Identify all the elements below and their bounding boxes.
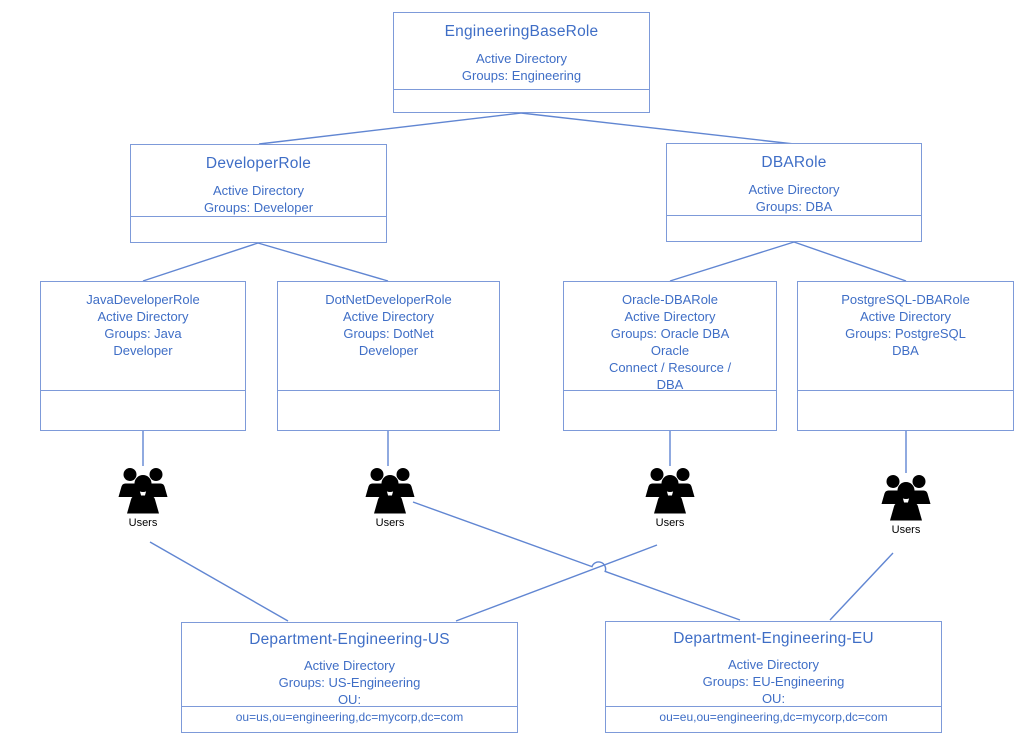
edge-oracleusers-to-dept-us: [455, 544, 658, 622]
node-title: PostgreSQL-DBARole: [841, 292, 970, 307]
node-department-engineering-us[interactable]: Department-Engineering-US Active Directo…: [181, 622, 518, 733]
node-title: EngineeringBaseRole: [444, 23, 599, 40]
node-attribute: Active Directory: [859, 309, 952, 324]
node-empty-compartment: [564, 390, 776, 430]
node-attribute: Oracle: [650, 343, 690, 358]
node-attribute: Groups: PostgreSQL: [845, 326, 966, 341]
edge-dba-to-postgresql: [793, 241, 907, 282]
node-attribute: OU:: [337, 692, 362, 706]
node-attribute: Groups: DotNet: [343, 326, 434, 341]
node-attribute: Groups: Java: [104, 326, 182, 341]
node-attribute: Active Directory: [727, 657, 820, 672]
node-attribute: Active Directory: [475, 51, 568, 66]
node-empty-compartment: [131, 216, 386, 242]
edge-javausers-to-dept-us: [149, 541, 289, 622]
node-title: DotNetDeveloperRole: [325, 292, 452, 307]
node-title: DBARole: [761, 154, 827, 171]
node-ou-value: ou=us,ou=engineering,dc=mycorp,dc=com: [182, 706, 517, 732]
node-attribute: Developer: [358, 343, 419, 358]
node-developer-role[interactable]: DeveloperRole Active Directory Groups: D…: [130, 144, 387, 243]
users-node-postgresql[interactable]: Users: [870, 473, 942, 536]
node-title: Department-Engineering-US: [249, 631, 450, 648]
users-label: Users: [891, 524, 921, 536]
edge-developer-to-java: [142, 242, 259, 282]
node-empty-compartment: [41, 390, 245, 430]
node-attribute: Active Directory: [97, 309, 189, 324]
node-title: JavaDeveloperRole: [86, 292, 200, 307]
node-attribute: DBA: [656, 377, 684, 390]
node-attribute: Groups: Engineering: [461, 68, 582, 83]
node-title: Oracle-DBARole: [621, 292, 719, 307]
users-group-icon: [645, 468, 695, 514]
users-group-icon: [881, 475, 931, 521]
node-attribute: Active Directory: [212, 183, 305, 198]
node-attribute: OU:: [761, 691, 786, 706]
node-engineering-base-role[interactable]: EngineeringBaseRole Active Directory Gro…: [393, 12, 650, 113]
node-attribute: Active Directory: [624, 309, 716, 324]
users-label: Users: [128, 517, 158, 529]
users-node-oracle[interactable]: Users: [634, 466, 706, 529]
users-node-dotnet[interactable]: Users: [354, 466, 426, 529]
node-title: DeveloperRole: [205, 155, 312, 172]
edge-postgresusers-to-dept-eu: [829, 552, 894, 621]
node-ou-value: ou=eu,ou=engineering,dc=mycorp,dc=com: [606, 706, 941, 732]
node-attribute: Groups: EU-Engineering: [702, 674, 845, 689]
node-java-developer-role[interactable]: JavaDeveloperRole Active Directory Group…: [40, 281, 246, 431]
node-attribute: Active Directory: [303, 658, 396, 673]
node-dotnet-developer-role[interactable]: DotNetDeveloperRole Active Directory Gro…: [277, 281, 500, 431]
node-attribute: Active Directory: [748, 182, 840, 197]
users-label: Users: [375, 517, 405, 529]
users-label: Users: [655, 517, 685, 529]
users-node-java[interactable]: Users: [107, 466, 179, 529]
node-attribute: Groups: DBA: [755, 199, 833, 214]
node-title: Department-Engineering-EU: [673, 630, 874, 647]
users-group-icon: [365, 468, 415, 514]
node-attribute: DBA: [892, 343, 919, 358]
edge-base-to-developer: [258, 112, 522, 145]
node-empty-compartment: [667, 215, 921, 241]
node-empty-compartment: [394, 89, 649, 112]
edge-dba-to-oracle: [669, 241, 795, 282]
node-empty-compartment: [278, 390, 499, 430]
node-empty-compartment: [798, 390, 1013, 430]
node-attribute: Active Directory: [342, 309, 435, 324]
node-attribute: Connect / Resource /: [608, 360, 732, 375]
node-attribute: Groups: Developer: [203, 200, 314, 215]
node-postgresql-dba-role[interactable]: PostgreSQL-DBARole Active Directory Grou…: [797, 281, 1014, 431]
node-department-engineering-eu[interactable]: Department-Engineering-EU Active Directo…: [605, 621, 942, 733]
node-attribute: Groups: Oracle DBA: [610, 326, 730, 341]
users-group-icon: [118, 468, 168, 514]
edge-developer-to-dotnet: [257, 242, 389, 282]
node-dba-role[interactable]: DBARole Active Directory Groups: DBA: [666, 143, 922, 242]
node-attribute: Groups: US-Engineering: [278, 675, 421, 690]
edge-base-to-dba: [520, 112, 795, 145]
node-attribute: Developer: [113, 343, 173, 358]
edge-dotnetusers-to-dept-eu: [412, 501, 741, 621]
node-oracle-dba-role[interactable]: Oracle-DBARole Active Directory Groups: …: [563, 281, 777, 431]
